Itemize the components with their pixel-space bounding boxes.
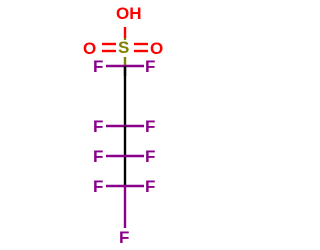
hydroxyl-label: OH: [116, 4, 142, 23]
fluorine-c3-left-label: F: [93, 147, 103, 166]
fluorine-c3-right-label: F: [145, 147, 155, 166]
perfluorobutanesulfonic-acid-structure: OH S O O F F F F F F F F F: [83, 4, 163, 247]
bonds: [102, 27, 148, 228]
fluorine-c4-bottom-label: F: [119, 228, 129, 247]
fluorine-c2-left-label: F: [93, 117, 103, 136]
fluorine-c4-right-label: F: [145, 177, 155, 196]
oxygen-right-label: O: [150, 39, 163, 58]
atom-labels: OH S O O F F F F F F F F F: [83, 4, 163, 247]
fluorine-c1-left-label: F: [93, 57, 103, 76]
sulfur-label: S: [118, 38, 129, 57]
fluorine-c1-right-label: F: [145, 57, 155, 76]
oxygen-left-label: O: [83, 39, 96, 58]
fluorine-c4-left-label: F: [93, 177, 103, 196]
fluorine-c2-right-label: F: [145, 117, 155, 136]
